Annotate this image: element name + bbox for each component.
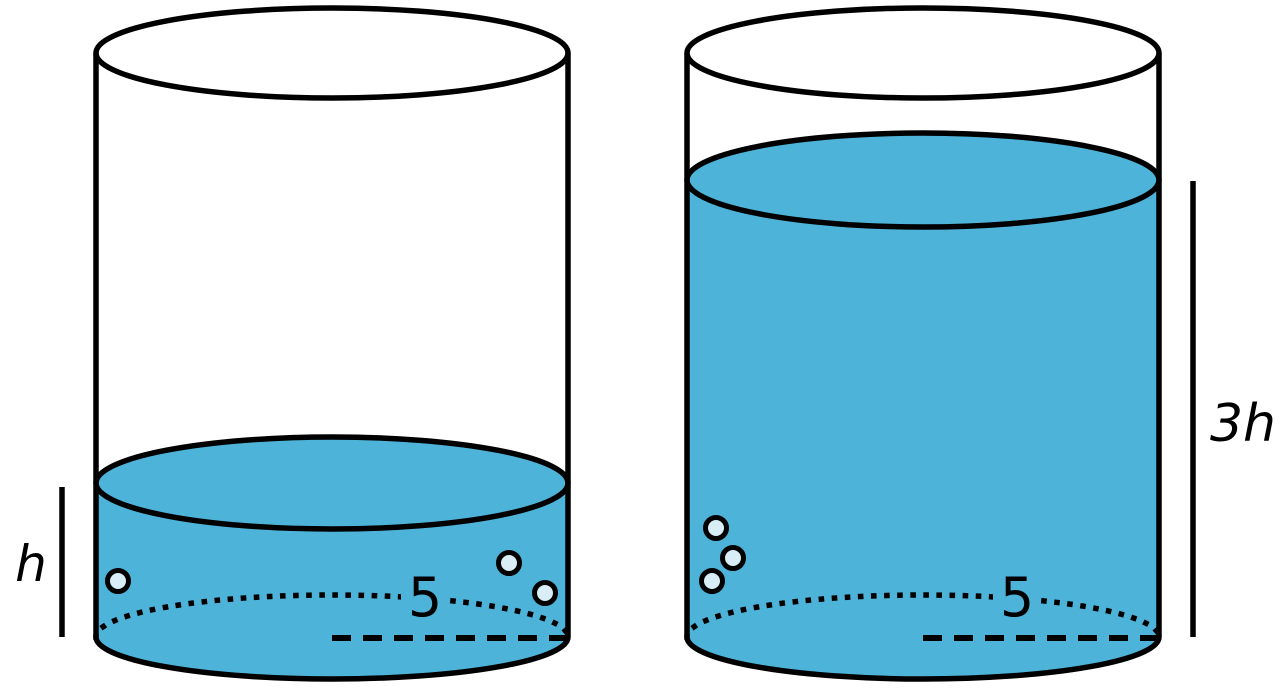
water-surface bbox=[93, 434, 571, 532]
bubble bbox=[496, 550, 522, 576]
bubble bbox=[532, 580, 558, 606]
water-surface bbox=[684, 130, 1162, 230]
cylinder-bottom-front-edge bbox=[93, 636, 571, 682]
cylinder-bottom-front-edge bbox=[684, 636, 1162, 682]
radius-label: 5 bbox=[408, 566, 442, 629]
bubble bbox=[699, 568, 725, 594]
radius-label-backdrop bbox=[993, 573, 1041, 617]
left-cylinder: 5 h bbox=[15, 5, 571, 682]
height-label: h bbox=[15, 535, 47, 593]
bubble bbox=[703, 515, 729, 541]
water-body bbox=[96, 483, 568, 679]
bubble bbox=[720, 545, 746, 571]
glass-rim bbox=[93, 5, 571, 101]
radius-label: 5 bbox=[1000, 566, 1034, 629]
water-body bbox=[687, 180, 1159, 679]
cylinder-bottom-back-edge-dotted bbox=[684, 592, 1162, 640]
cylinder-bottom-back-edge-dotted bbox=[93, 592, 571, 640]
glass-rim bbox=[684, 5, 1162, 101]
right-cylinder: 5 3h bbox=[684, 5, 1276, 682]
height-label: 3h bbox=[1210, 394, 1276, 454]
bubble bbox=[105, 568, 131, 594]
radius-label-backdrop bbox=[401, 573, 449, 617]
